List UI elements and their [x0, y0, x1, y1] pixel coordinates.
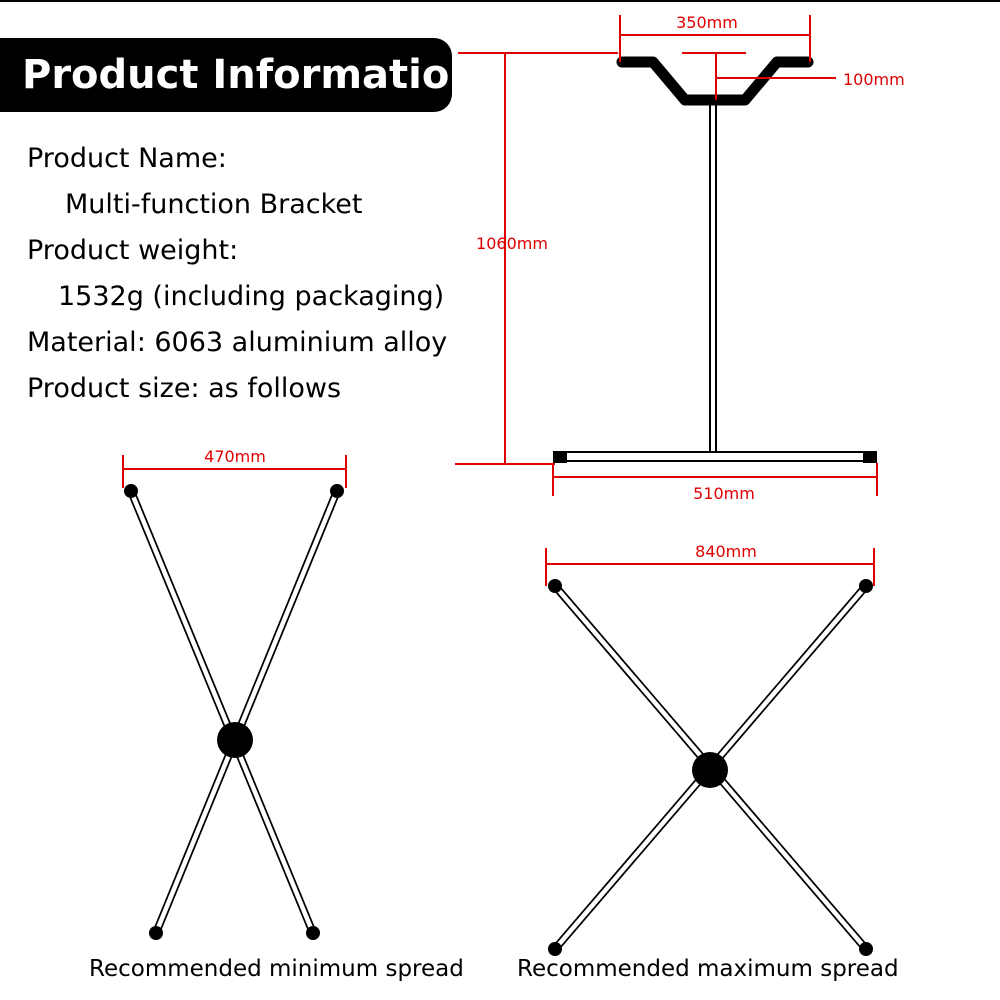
product-material: Material: 6063 aluminium alloy [27, 327, 448, 358]
dimension-cradle-depth: 100mm [682, 52, 905, 100]
dimension-top-width: 350mm [619, 13, 811, 62]
pivot-hub [692, 752, 728, 788]
top-border-line [0, 0, 1000, 2]
leg-end-cap [548, 579, 562, 593]
dim-label-top-width: 350mm [676, 13, 738, 32]
leg-end-cap [306, 926, 320, 940]
product-weight-label: Product weight: [27, 235, 239, 266]
product-weight-value: 1532g (including packaging) [58, 281, 445, 312]
leg-end-cap [859, 942, 873, 956]
dim-label-cradle-depth: 100mm [843, 70, 905, 89]
product-name-value: Multi-function Bracket [65, 189, 363, 220]
dim-label-base-width: 510mm [693, 484, 755, 503]
leg-end-cap [859, 579, 873, 593]
stand-drawing [553, 56, 877, 463]
leg-b-inner [153, 490, 340, 934]
product-size: Product size: as follows [27, 373, 342, 404]
leg-end-cap [330, 484, 344, 498]
dim-label-max-spread: 840mm [695, 542, 757, 561]
dim-label-min-spread: 470mm [204, 447, 266, 466]
caption-max-spread: Recommended maximum spread [517, 956, 899, 982]
dimension-min-spread: 470mm [122, 447, 347, 488]
page-title: Product Information [22, 52, 478, 98]
dimension-height: 1060mm [455, 52, 618, 465]
base-left-foot [553, 451, 567, 463]
leg-end-cap [124, 484, 138, 498]
dimension-base-width: 510mm [552, 463, 878, 503]
stand-base-bar [553, 451, 877, 462]
leg-end-cap [149, 926, 163, 940]
max-spread-drawing [548, 579, 873, 956]
min-spread-drawing [124, 484, 344, 940]
dim-label-height: 1060mm [476, 234, 548, 253]
base-right-foot [863, 451, 877, 463]
leg-a-inner [128, 490, 316, 934]
dimension-max-spread: 840mm [545, 542, 875, 586]
header-banner [0, 38, 452, 112]
product-name-label: Product Name: [27, 143, 227, 174]
caption-min-spread: Recommended minimum spread [89, 956, 464, 982]
pivot-hub [217, 722, 253, 758]
leg-end-cap [548, 942, 562, 956]
